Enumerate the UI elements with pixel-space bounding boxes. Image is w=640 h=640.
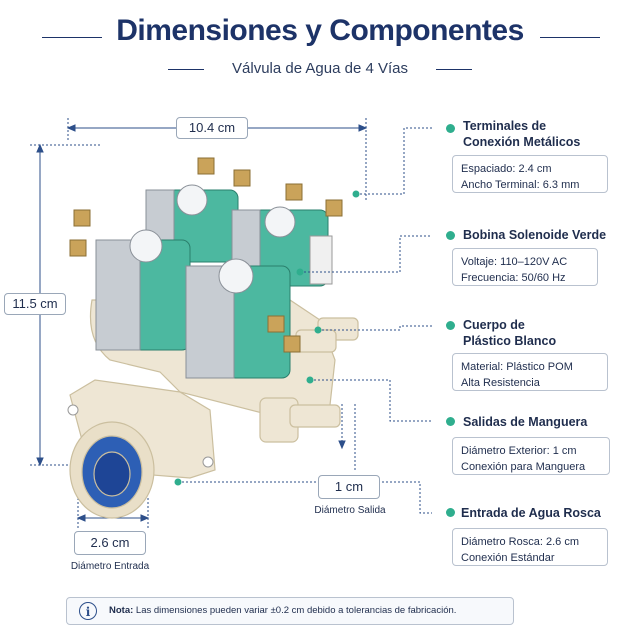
body-spec-material: Material: Plástico POM [461, 361, 573, 373]
body-spec-resistance: Alta Resistencia [461, 377, 540, 389]
body-marker-icon [446, 321, 455, 330]
leader-dots [174, 190, 360, 486]
note-label: Nota: [109, 605, 134, 616]
subtitle-rule-left [168, 69, 204, 70]
inlet-spec-thread: Diámetro Rosca: 2.6 cm [461, 536, 579, 548]
leader-lines [178, 127, 432, 514]
inlet-title: Entrada de Agua Rosca [461, 506, 601, 520]
solenoid-coils [69, 157, 343, 379]
terminals-marker-icon [446, 124, 455, 133]
terminals-spec-spacing: Espaciado: 2.4 cm [461, 163, 552, 175]
title-rule-right [540, 37, 600, 38]
coil-title: Bobina Solenoide Verde [463, 228, 607, 242]
subtitle-rule-right [436, 69, 472, 70]
page-title: Dimensiones y Componentes [116, 14, 524, 47]
outlets-spec-diameter: Diámetro Exterior: 1 cm [461, 445, 577, 457]
inlet-spec-connection: Conexión Estándar [461, 552, 555, 564]
body-title-line1: Cuerpo de [463, 318, 525, 332]
inlet-diameter-label: 2.6 cm [74, 531, 146, 555]
outlet-diameter-label: 1 cm [318, 475, 380, 499]
body-title: Cuerpo de Plástico Blanco [463, 317, 633, 349]
terminals-title-line1: Terminales de [463, 119, 547, 133]
note-text: Nota: Las dimensiones pueden variar ±0.2… [109, 605, 456, 616]
inlet-marker-icon [446, 508, 455, 517]
outlet-dimension-line [338, 404, 356, 470]
outlets-spec-connection: Conexión para Manguera [461, 461, 586, 473]
note-bar: i Nota: Las dimensiones pueden variar ±0… [66, 597, 514, 625]
terminals-specs: Espaciado: 2.4 cm Ancho Terminal: 6.3 mm [452, 155, 608, 193]
outlets-title: Salidas de Manguera [463, 415, 588, 429]
terminals-title-line2: Conexión Metálicos [463, 135, 581, 149]
title-rule-left [42, 37, 102, 38]
width-label: 10.4 cm [176, 117, 248, 139]
terminals-title: Terminales de Conexión Metálicos [463, 118, 633, 150]
note-body: Las dimensiones pueden variar ±0.2 cm de… [135, 605, 457, 616]
page-subtitle: Válvula de Agua de 4 Vías [232, 60, 408, 77]
height-label: 11.5 cm [4, 293, 66, 315]
outlet-diameter-caption: Diámetro Salida [314, 505, 386, 516]
inlet-thread [69, 421, 155, 519]
outlets-specs: Diámetro Exterior: 1 cm Conexión para Ma… [452, 437, 610, 475]
coil-spec-frequency: Frecuencia: 50/60 Hz [461, 272, 566, 284]
outlets-marker-icon [446, 417, 455, 426]
coil-spec-voltage: Voltaje: 110–120V AC [461, 256, 568, 268]
body-title-line2: Plástico Blanco [463, 334, 557, 348]
info-icon: i [79, 602, 97, 620]
body-specs: Material: Plástico POM Alta Resistencia [452, 353, 608, 391]
inlet-dimension-line [76, 498, 150, 530]
inlet-specs: Diámetro Rosca: 2.6 cm Conexión Estándar [452, 528, 608, 566]
coil-specs: Voltaje: 110–120V AC Frecuencia: 50/60 H… [452, 248, 598, 286]
inlet-diameter-caption: Diámetro Entrada [70, 561, 150, 572]
coil-marker-icon [446, 231, 455, 240]
terminals-spec-width: Ancho Terminal: 6.3 mm [461, 179, 580, 191]
